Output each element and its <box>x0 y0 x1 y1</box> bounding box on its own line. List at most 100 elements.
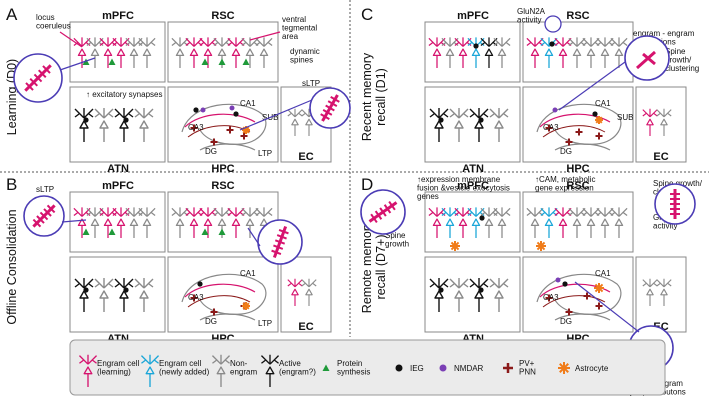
protein-synthesis-marker <box>108 228 116 235</box>
ieg-marker <box>438 117 444 123</box>
legend-label: Astrocyte <box>575 364 609 373</box>
ieg-marker <box>193 107 199 113</box>
hpc-ca-loop <box>181 103 267 145</box>
astrocyte-marker <box>242 302 250 310</box>
legend-label: Engram cell(newly added) <box>159 359 210 377</box>
ieg-marker <box>123 117 129 123</box>
rsc-label: RSC <box>566 10 589 22</box>
dg-arc <box>199 143 256 151</box>
astrocyte-marker <box>595 116 603 124</box>
legend-label: PV+PNN <box>519 359 536 377</box>
pv-pnn-marker <box>583 292 591 300</box>
nmdar-marker <box>200 107 206 113</box>
legend-item: Astrocyte <box>558 362 609 374</box>
pv-pnn-marker <box>210 138 218 146</box>
hpc-engram-path <box>184 283 256 298</box>
zoom-line <box>61 219 87 223</box>
pv-pnn-marker <box>595 302 603 310</box>
ieg-marker <box>562 281 568 287</box>
ieg-marker <box>592 111 598 117</box>
ec-label: EC <box>298 321 313 333</box>
side-label: Remote memoryrecall (D7+) <box>360 220 388 313</box>
protein-synthesis-marker <box>82 228 90 235</box>
pv-pnn-marker <box>240 132 248 140</box>
ca1-label: CA1 <box>595 99 611 108</box>
ieg-marker <box>83 287 89 293</box>
protein-synthesis-marker <box>201 58 209 65</box>
nmdar-marker <box>555 277 561 283</box>
hpc-box <box>167 86 279 163</box>
hpc-ca-loop <box>181 273 267 315</box>
legend-label: Active(engram?) <box>279 359 316 377</box>
spine-zoom-circle-c <box>624 35 670 81</box>
ieg-marker <box>478 117 484 123</box>
protein-synthesis-icon <box>322 364 330 371</box>
mpfc-label: mPFC <box>457 10 489 22</box>
legend-label: Engram cell(learning) <box>97 359 139 377</box>
atn-label: ATN <box>107 163 129 175</box>
panel-letter: B <box>6 175 17 194</box>
pv-pnn-marker <box>575 128 583 136</box>
hpc-box <box>522 256 634 333</box>
excitatory-synapses-label: ↑ excitatory synapses <box>86 90 162 99</box>
mpfc-label: mPFC <box>457 180 489 192</box>
ieg-marker <box>549 41 555 47</box>
zoom-line <box>239 99 313 131</box>
legend-item: Engram cell(learning) <box>78 354 139 388</box>
protein-synthesis-marker <box>218 228 226 235</box>
astrocyte-marker <box>594 283 604 293</box>
rsc-label: RSC <box>211 10 234 22</box>
ieg-marker <box>473 43 479 49</box>
spine-zoom-circle-right <box>654 183 696 225</box>
spine-zoom-circle-left <box>13 53 63 103</box>
spine-zoom-circle-left <box>360 189 406 235</box>
rsc-label: RSC <box>566 180 589 192</box>
legend-item: Non-engram <box>211 354 257 388</box>
spine-zoom-circle-right <box>257 219 303 265</box>
ca1-label: CA1 <box>240 269 256 278</box>
ieg-marker <box>123 287 129 293</box>
protein-synthesis-marker <box>218 58 226 65</box>
nmdar-marker <box>229 105 235 111</box>
ec-label: EC <box>298 151 313 163</box>
lc-arrow <box>59 31 83 48</box>
dg-arc <box>554 143 611 151</box>
ieg-marker <box>438 287 444 293</box>
ca1-label: CA1 <box>595 269 611 278</box>
sltp-label: sLTP <box>36 185 54 194</box>
dg-label: DG <box>560 317 572 326</box>
ieg-marker <box>479 215 485 221</box>
panel-letter: A <box>6 5 18 24</box>
hpc-label: HPC <box>566 163 589 175</box>
pv-pnn-marker <box>565 138 573 146</box>
legend-item: NMDAR <box>439 364 484 373</box>
dg-arc <box>199 313 256 321</box>
ca3-label: CA3 <box>543 123 559 132</box>
pv-pnn-marker <box>190 294 198 302</box>
mpfc-label: mPFC <box>102 180 134 192</box>
pv-pnn-marker <box>595 132 603 140</box>
legend-label: NMDAR <box>454 364 484 373</box>
pv-pnn-marker <box>210 308 218 316</box>
protein-synthesis-marker <box>201 228 209 235</box>
ca3-label: CA3 <box>543 293 559 302</box>
pv-pnn-marker <box>545 124 553 132</box>
spine-zoom-circle-sltp <box>309 87 351 129</box>
protein-synthesis-marker <box>108 58 116 65</box>
pv-pnn-icon <box>503 363 513 373</box>
hpc-engram-path <box>539 113 611 128</box>
pv-pnn-marker <box>545 294 553 302</box>
legend-label: IEG <box>410 364 424 373</box>
legend-box <box>69 339 666 396</box>
zoom-line <box>247 227 261 247</box>
ieg-icon <box>395 364 403 372</box>
ca3-label: CA3 <box>188 123 204 132</box>
legend-item: IEG <box>395 364 424 373</box>
